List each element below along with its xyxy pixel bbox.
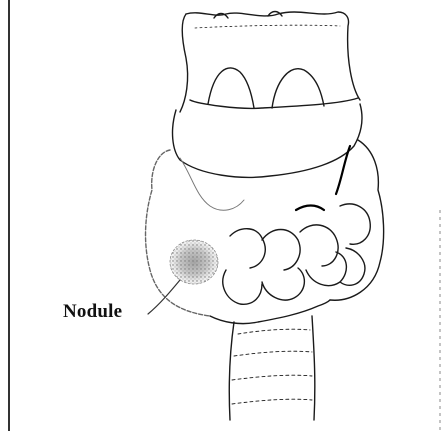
lobule-8 <box>340 248 365 285</box>
isthmus-dark-stroke <box>296 206 324 211</box>
lobule-2 <box>262 230 300 271</box>
nodule-label: Nodule <box>63 301 122 323</box>
larynx-texture <box>195 25 340 28</box>
trachea-ring-4 <box>232 399 312 404</box>
cartilage-arch-left <box>208 68 254 108</box>
lobule-1 <box>230 229 265 268</box>
right-lobe-dark-stroke <box>336 146 350 194</box>
right-lobe-outline <box>330 140 384 300</box>
trachea-ring-3 <box>232 375 312 380</box>
lobule-7 <box>340 204 370 244</box>
lobule-6 <box>306 252 346 286</box>
trachea-left-edge <box>229 322 234 420</box>
cartilage-arch-right <box>272 69 324 108</box>
lobule-4 <box>223 270 262 304</box>
trachea-ring-2 <box>234 351 312 356</box>
lobule-5 <box>262 268 304 300</box>
lobule-3 <box>300 225 338 266</box>
nodule-texture <box>170 240 218 284</box>
larynx-left-outline <box>180 14 188 112</box>
left-lobe-outline <box>146 150 210 316</box>
trachea-ring-1 <box>238 329 310 334</box>
trachea-right-edge <box>312 316 315 420</box>
cricoid-outline <box>173 104 362 177</box>
